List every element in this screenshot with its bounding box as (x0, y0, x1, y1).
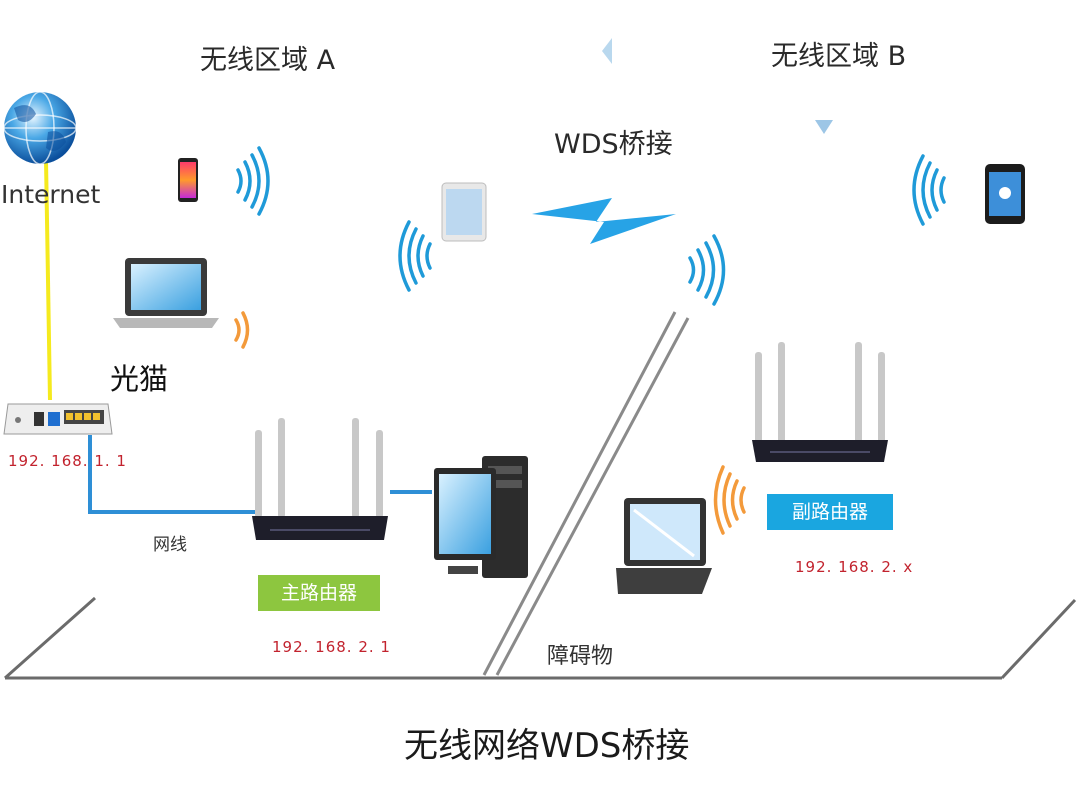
globe-icon (3, 91, 77, 165)
triangle-left-icon (602, 38, 612, 64)
modem-label: 光猫 (110, 362, 169, 396)
cable-label: 网线 (153, 535, 187, 555)
modem-icon (3, 403, 113, 435)
wifi-wave-orange-icon (234, 311, 746, 535)
diagram-caption: 无线网络WDS桥接 (404, 726, 690, 766)
sub-router-ip: 192. 168. 2. x (795, 558, 914, 576)
modem-ip: 192. 168. 1. 1 (8, 452, 127, 470)
phone-icon (178, 158, 198, 202)
wifi-wave-icon (236, 146, 946, 306)
main-router-badge: 主路由器 (258, 575, 380, 611)
laptop-icon (113, 258, 219, 328)
lightning-icon (532, 198, 676, 244)
zone-a-title: 无线区域 A (200, 45, 336, 76)
main-router-icon (252, 418, 388, 540)
floor-plane (4, 596, 1077, 680)
apple-phone-icon (985, 164, 1025, 224)
internet-label: Internet (1, 180, 101, 209)
lan-cable (88, 435, 255, 514)
fiber-cable (44, 159, 52, 401)
sub-router-icon (752, 342, 888, 462)
zone-b-title: 无线区域 B (771, 41, 907, 72)
bridge-label: WDS桥接 (554, 129, 673, 160)
triangle-down-icon (815, 120, 833, 134)
obstacle-label: 障碍物 (547, 644, 614, 669)
desktop-icon (434, 456, 528, 578)
main-router-ip: 192. 168. 2. 1 (272, 638, 391, 656)
tablet-icon (441, 182, 487, 242)
sub-router-badge: 副路由器 (767, 494, 893, 530)
obstacle-wall (482, 311, 690, 676)
laptop-icon-b (616, 498, 712, 594)
